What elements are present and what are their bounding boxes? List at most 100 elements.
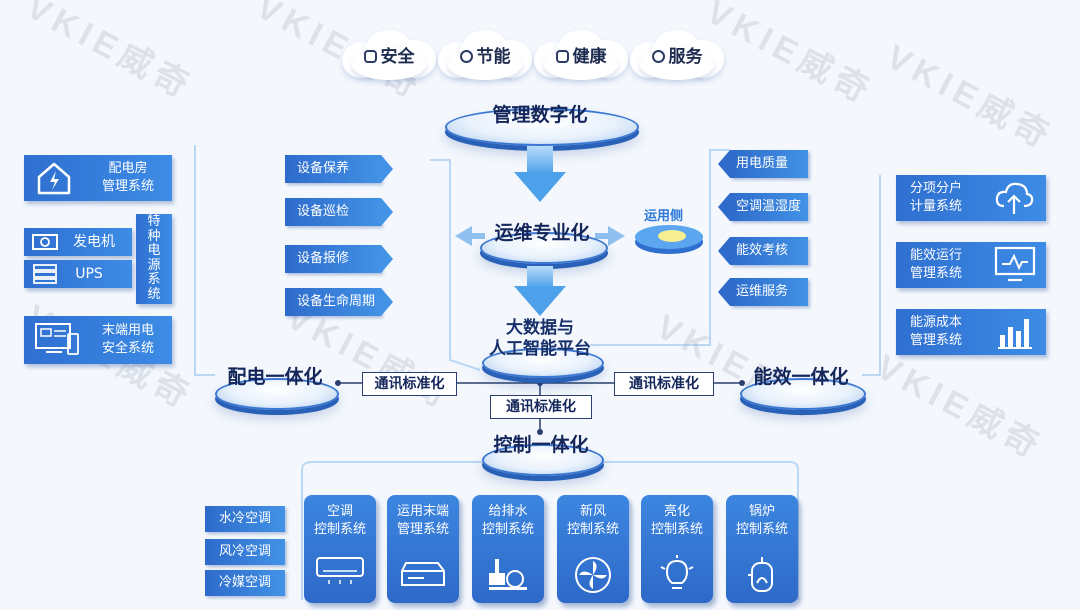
stage-efficiency-ellipse	[740, 378, 866, 410]
terminal-line-1: 末端用电	[101, 323, 154, 338]
health-icon	[555, 50, 569, 63]
card-line-1: 给排水	[488, 504, 528, 519]
ops-item-tag: 设备保养	[285, 155, 393, 183]
goal-label: 健康	[572, 47, 607, 67]
cooling-type-tag: 水冷空调	[205, 506, 285, 532]
stage-platform-ellipse	[482, 348, 604, 378]
power-room-line-2: 管理系统	[101, 179, 154, 194]
goal-cloud: 节能	[438, 28, 532, 80]
ups-label: UPS	[75, 266, 103, 282]
sub-metering-line-1: 分项分户	[909, 181, 962, 196]
sub-metering-line-2: 计量系统	[909, 199, 962, 214]
monitor-chart-icon	[994, 246, 1036, 282]
sub-metering-system: 分项分户 计量系统	[896, 175, 1046, 221]
flow-arrow	[527, 266, 553, 288]
goal-cloud: 服务	[630, 28, 724, 80]
ops-item-tag: 设备生命周期	[285, 288, 393, 316]
special-power-char: 种	[147, 228, 161, 244]
ops-item-tag: 设备报修	[285, 245, 393, 273]
control-system-card: 新风控制系统	[557, 495, 629, 603]
card-line-2: 控制系统	[313, 522, 366, 537]
stage-platform-title: 大数据与 人工智能平台	[462, 318, 618, 360]
service-icon	[651, 50, 665, 63]
special-power-char: 特	[147, 214, 161, 229]
energy-icon	[459, 50, 473, 63]
card-line-2: 控制系统	[650, 522, 703, 537]
stage-digital-ellipse	[445, 108, 639, 146]
special-power-char: 系	[147, 272, 161, 287]
stage-power-title: 配电一体化	[227, 366, 323, 388]
card-line-2: 控制系统	[481, 522, 534, 537]
card-line-1: 新风	[579, 504, 606, 519]
comm-std-left: 通讯标准化	[362, 372, 457, 396]
flow-arrow-down-icon	[514, 172, 566, 202]
house-power-icon	[37, 162, 71, 195]
cloud-upload-icon	[995, 182, 1034, 214]
goal-label: 安全	[380, 47, 415, 67]
terminal-line-2: 安全系统	[101, 341, 154, 356]
air-conditioner-icon	[315, 555, 365, 589]
flow-arrow-down-icon	[514, 286, 566, 316]
special-power-char: 源	[147, 257, 161, 273]
control-system-card: 锅炉控制系统	[726, 495, 798, 603]
card-line-2: 控制系统	[735, 522, 788, 537]
user-item-tag: 用电质量	[718, 150, 808, 178]
lamp-icon	[657, 555, 697, 599]
energy-cost-line-1: 能源成本	[909, 315, 962, 330]
bar-chart-icon	[998, 319, 1032, 349]
energy-cost-line-2: 管理系统	[909, 333, 962, 348]
control-system-card: 给排水控制系统	[472, 495, 544, 603]
user-side-label: 运用侧	[644, 209, 684, 224]
water-pump-icon	[485, 555, 531, 597]
efficiency-operation-line-2: 管理系统	[909, 266, 962, 281]
card-line-2: 管理系统	[396, 522, 449, 537]
comm-std-right: 通讯标准化	[614, 372, 714, 396]
goal-label: 节能	[476, 47, 511, 67]
efficiency-operation-system: 能效运行 管理系统	[896, 242, 1046, 288]
special-power-char: 电	[147, 243, 161, 258]
stage-ops-title: 运维专业化	[494, 222, 590, 244]
control-system-card: 空调控制系统	[304, 495, 376, 603]
card-line-1: 亮化	[663, 504, 690, 519]
goal-label: 服务	[668, 47, 703, 67]
card-line-2: 控制系统	[566, 522, 619, 537]
special-power-char: 统	[147, 286, 161, 302]
terminal-monitor-icon	[35, 323, 79, 355]
ops-item-tag: 设备巡检	[285, 198, 393, 226]
ups-server-icon	[33, 264, 57, 284]
goal-cloud: 健康	[534, 28, 628, 80]
efficiency-operation-line-1: 能效运行	[909, 248, 962, 263]
special-power-system: 特种电源系统	[136, 214, 172, 304]
fan-icon	[573, 555, 613, 599]
stage-control-ellipse	[482, 444, 604, 476]
card-line-1: 运用末端	[396, 504, 449, 519]
stage-ops-ellipse	[480, 232, 608, 264]
generator-system: 发电机	[24, 228, 132, 256]
ups-system: UPS	[24, 260, 132, 288]
user-item-tag: 能效考核	[718, 237, 808, 265]
terminal-safety-system: 末端用电 安全系统	[24, 316, 172, 364]
energy-cost-system: 能源成本 管理系统	[896, 309, 1046, 355]
control-system-card: 运用末端管理系统	[387, 495, 459, 603]
stage-efficiency-title: 能效一体化	[753, 366, 849, 388]
generator-label: 发电机	[73, 234, 115, 250]
card-line-1: 锅炉	[748, 504, 775, 519]
goal-cloud: 安全	[342, 28, 436, 80]
stage-digital-title: 管理数字化	[492, 104, 588, 126]
card-line-1: 空调	[326, 504, 353, 519]
flow-arrow	[527, 146, 553, 174]
platform-line-2: 人工智能平台	[489, 339, 591, 359]
shield-icon	[363, 50, 377, 63]
platform-line-1: 大数据与	[506, 318, 574, 338]
control-system-card: 亮化控制系统	[641, 495, 713, 603]
user-item-tag: 运维服务	[718, 278, 808, 306]
cloud-device-icon	[635, 225, 703, 254]
power-room-line-1: 配电房	[108, 161, 148, 176]
stage-control-title: 控制一体化	[493, 434, 589, 456]
user-item-tag: 空调温湿度	[718, 193, 808, 221]
cooling-type-tag: 冷媒空调	[205, 570, 285, 596]
stage-power-ellipse	[215, 378, 339, 410]
power-room-system: 配电房 管理系统	[24, 155, 172, 201]
boiler-icon	[744, 555, 780, 599]
cooling-type-tag: 风冷空调	[205, 539, 285, 565]
